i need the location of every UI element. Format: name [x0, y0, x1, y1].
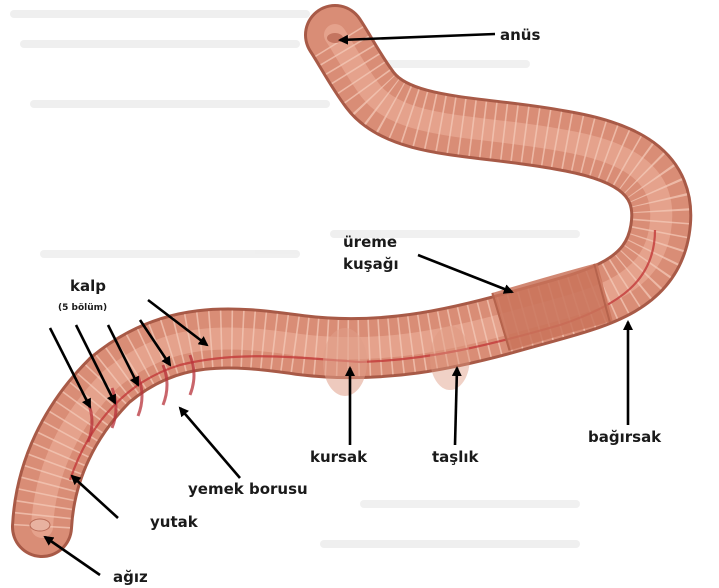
arrow-agiz: [45, 537, 100, 575]
label-bagirsak: bağırsak: [588, 428, 662, 446]
label-kalp: kalp: [70, 277, 106, 295]
label-kalp-sub: (5 bölüm): [58, 303, 107, 313]
label-kursak: kursak: [310, 448, 368, 466]
label-ureme-1: üreme: [343, 233, 397, 251]
label-anus: anüs: [500, 26, 540, 44]
arrow-ureme: [418, 255, 512, 292]
mouth-tip: [30, 519, 50, 531]
label-yemek-borusu: yemek borusu: [188, 480, 308, 498]
crop: [323, 328, 367, 396]
anus-tip: [327, 33, 343, 43]
arrow-yutak: [72, 476, 118, 518]
label-taslik: taşlık: [432, 448, 480, 466]
label-agiz: ağız: [113, 568, 148, 586]
arrow-yemek-borusu: [180, 408, 240, 478]
label-ureme-2: kuşağı: [343, 255, 399, 273]
clitellum: [500, 292, 605, 322]
label-yutak: yutak: [150, 513, 199, 531]
gizzard: [430, 326, 470, 390]
